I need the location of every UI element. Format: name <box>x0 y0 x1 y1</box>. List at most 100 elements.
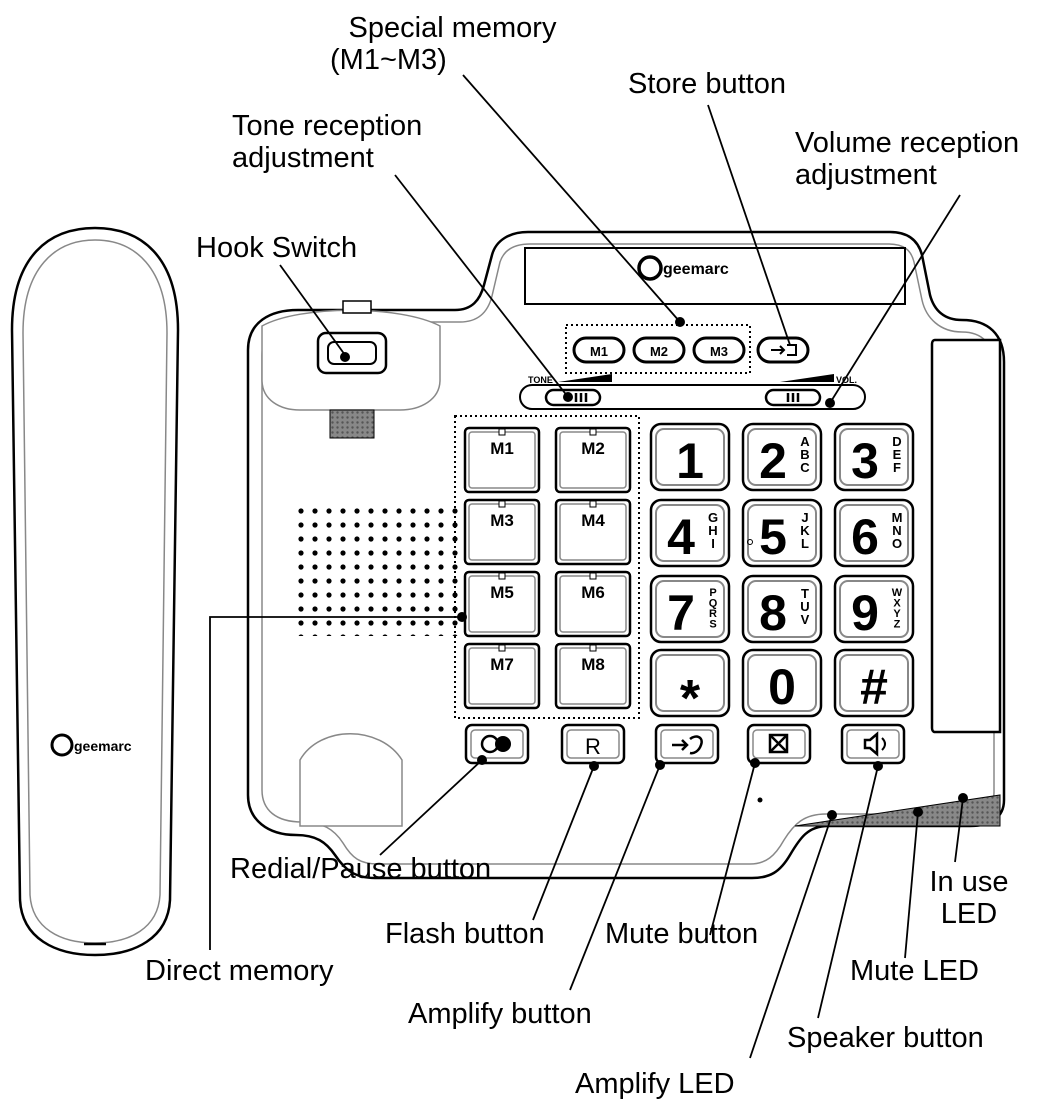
mute-icon <box>768 733 789 754</box>
keypad-letter: E <box>893 447 902 462</box>
direct-memory-key-7[interactable]: M7 <box>463 642 541 710</box>
keypad-key-star[interactable]: * <box>649 648 731 728</box>
keypad-digit: 2 <box>759 433 787 489</box>
direct-memory-key-label: M2 <box>581 439 605 458</box>
hook-cradle <box>261 300 441 439</box>
keypad-letter: K <box>800 523 810 538</box>
keypad-letter: Y <box>893 608 901 620</box>
direct-memory-key-4[interactable]: M4 <box>554 498 632 566</box>
amplify-led-label: Amplify LED <box>575 1068 735 1100</box>
redial-pause-button[interactable] <box>464 723 530 765</box>
direct-memory-key-5[interactable]: M5 <box>463 570 541 638</box>
keypad-key-6[interactable]: 6 MNO <box>833 498 915 568</box>
amplify-button-label: Amplify button <box>408 998 592 1030</box>
handset <box>10 226 180 957</box>
tone-slider-label: TONE <box>528 375 553 385</box>
base-logo-text: geemarc <box>663 261 729 278</box>
redial-icon <box>480 734 511 754</box>
keypad-letter: P <box>709 587 716 599</box>
leader-dots <box>340 317 968 820</box>
special-memory-line2: (M1~M3) <box>330 44 447 76</box>
volume-slider[interactable] <box>764 388 822 407</box>
direct-memory-leader <box>209 616 462 950</box>
keypad-letter: O <box>892 536 902 551</box>
special-m3-label: M3 <box>710 344 728 359</box>
keypad-digit: 8 <box>759 585 787 641</box>
keypad-key-1[interactable]: 1 <box>649 422 731 492</box>
flash-button[interactable]: R <box>560 723 626 765</box>
keypad-digit: 9 <box>851 585 879 641</box>
direct-memory-key-2[interactable]: M2 <box>554 426 632 494</box>
mute-led-leader <box>904 811 919 959</box>
redial-leader <box>379 759 483 856</box>
direct-memory-key-label: M5 <box>490 583 514 602</box>
amplify-icon <box>672 735 703 755</box>
direct-memory-label: Direct memory <box>145 955 334 987</box>
special-memory-group <box>565 324 751 374</box>
special-memory-m1-button[interactable]: M1 <box>572 336 626 364</box>
speaker-grill <box>291 506 459 636</box>
special-m1-label: M1 <box>590 344 608 359</box>
direct-memory-key-8[interactable]: M8 <box>554 642 632 710</box>
flash-button-label: Flash button <box>385 918 545 950</box>
volume-reception-line2: adjustment <box>795 159 937 191</box>
amplify-leader <box>569 764 661 991</box>
keypad-letter: R <box>709 608 717 620</box>
tone-ramp-icon <box>558 374 612 382</box>
direct-memory-key-label: M1 <box>490 439 514 458</box>
display-window <box>524 247 906 305</box>
speaker-button-label: Speaker button <box>787 1022 984 1054</box>
redial-pause-label: Redial/Pause button <box>230 853 492 885</box>
special-m2-label: M2 <box>650 344 668 359</box>
store-icon <box>771 344 797 356</box>
special-memory-leader <box>462 74 681 323</box>
keypad-letters: MNO <box>892 510 903 551</box>
handset-logo-text: geemarc <box>74 738 132 754</box>
mute-button[interactable] <box>746 723 812 765</box>
side-panel <box>930 338 1002 734</box>
direct-memory-key-1[interactable]: M1 <box>463 426 541 494</box>
mute-leader <box>709 762 756 936</box>
amplify-led-leader <box>749 814 833 1059</box>
keypad-letter: L <box>801 536 809 551</box>
direct-memory-key-6[interactable]: M6 <box>554 570 632 638</box>
special-memory-m2-button[interactable]: M2 <box>632 336 686 364</box>
tone-slider[interactable] <box>544 388 602 407</box>
amplify-button[interactable] <box>654 723 720 765</box>
special-memory-m3-button[interactable]: M3 <box>692 336 746 364</box>
mute-led-label: Mute LED <box>850 955 979 987</box>
handset-logo: geemarc <box>50 733 132 757</box>
keypad-digit: 0 <box>768 659 796 715</box>
keypad-key-hash[interactable]: # <box>833 648 915 718</box>
keypad-key-0[interactable]: 0 <box>741 648 823 718</box>
flash-label: R <box>585 734 601 759</box>
keypad-digit: 6 <box>851 509 879 565</box>
keypad-digit: 7 <box>667 585 695 641</box>
direct-memory-key-label: M4 <box>581 511 605 530</box>
keypad-letter: V <box>801 612 810 627</box>
keypad-letters: JKL <box>800 510 810 551</box>
speaker-leader <box>817 765 879 1019</box>
keypad-letter: M <box>892 510 903 525</box>
leader-lines <box>209 74 964 1059</box>
store-leader <box>707 104 791 346</box>
hook-leader <box>279 264 346 356</box>
keypad-letter: F <box>893 460 901 475</box>
speaker-button[interactable] <box>840 723 906 765</box>
keypad-letter: Q <box>709 598 718 610</box>
flash-leader <box>532 765 595 921</box>
store-button[interactable] <box>756 336 810 364</box>
direct-memory-key-3[interactable]: M3 <box>463 498 541 566</box>
keypad-letter: B <box>800 447 809 462</box>
keypad-letter: X <box>893 598 901 610</box>
